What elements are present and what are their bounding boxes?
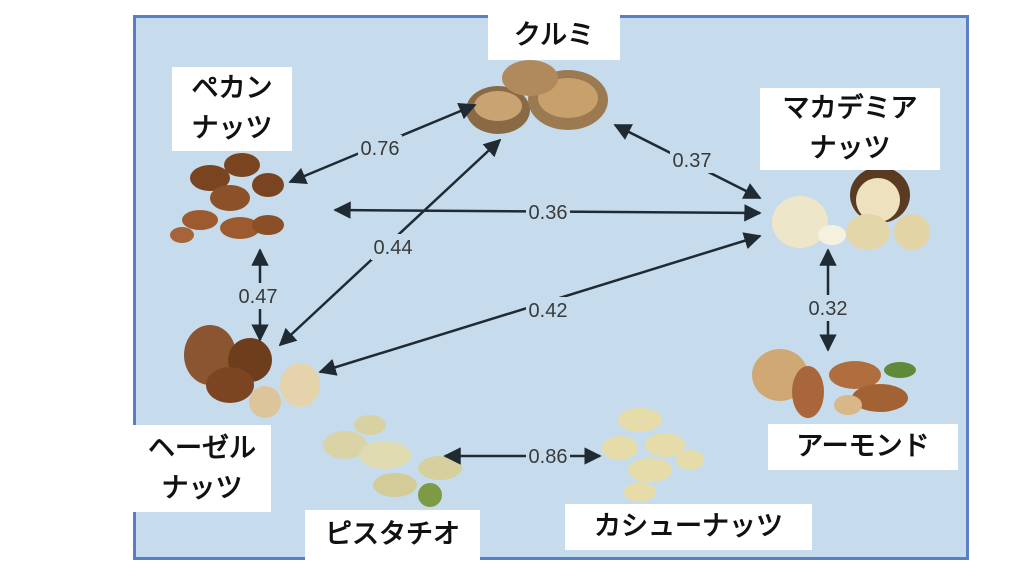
pistachio-label: ピスタチオ (325, 519, 460, 550)
edge-label-bg (670, 147, 714, 173)
cashew-label: カシューナッツ (594, 511, 783, 542)
hazelnut-image (184, 325, 320, 418)
edge-label-bg (526, 443, 570, 469)
almond-image (752, 349, 916, 418)
edge-label-bg (236, 283, 280, 309)
edge-label-bg (526, 199, 570, 225)
edge-weight-label: 0.37 (673, 150, 712, 172)
pecan-label-line1: ペカン (191, 73, 273, 104)
label-almond: アーモンド (768, 424, 958, 470)
macadamia-image (772, 167, 930, 250)
edges: 0.76 0.37 0.36 0.44 0.47 0.42 0.32 0.86 (236, 102, 850, 469)
hazelnut-label-line1: ヘーゼル (148, 432, 256, 464)
pistachio-image (323, 415, 462, 507)
edge-weight-label: 0.86 (529, 446, 568, 468)
label-macadamia: マカデミアナッツ (760, 88, 940, 170)
pecan-label-line2: ナッツ (191, 113, 273, 144)
hazelnut-label-line2: ナッツ (161, 472, 243, 504)
macadamia-label-line1: マカデミア (782, 93, 918, 124)
walnut-label: クルミ (513, 20, 595, 51)
pecan-image (170, 153, 284, 243)
edge-weight-label: 0.42 (529, 300, 568, 322)
edge-weight-label: 0.44 (374, 237, 413, 259)
walnut-image (466, 60, 608, 134)
cashew-image (602, 408, 704, 502)
almond-label: アーモンド (796, 431, 930, 462)
label-cashew: カシューナッツ (565, 504, 812, 550)
label-hazelnut: ヘーゼルナッツ (133, 425, 271, 512)
edge-weight-label: 0.47 (239, 286, 278, 308)
label-pistachio: ピスタチオ (305, 510, 480, 560)
label-pecan: ペカンナッツ (172, 67, 292, 151)
macadamia-label-line2: ナッツ (809, 133, 891, 164)
label-walnut: クルミ (488, 12, 620, 60)
edge-weight-label: 0.36 (529, 202, 568, 224)
edge-label-bg (806, 295, 850, 321)
edge-weight-label: 0.76 (361, 138, 400, 160)
edge-weight-label: 0.32 (809, 298, 848, 320)
edge-label-bg (526, 297, 570, 323)
